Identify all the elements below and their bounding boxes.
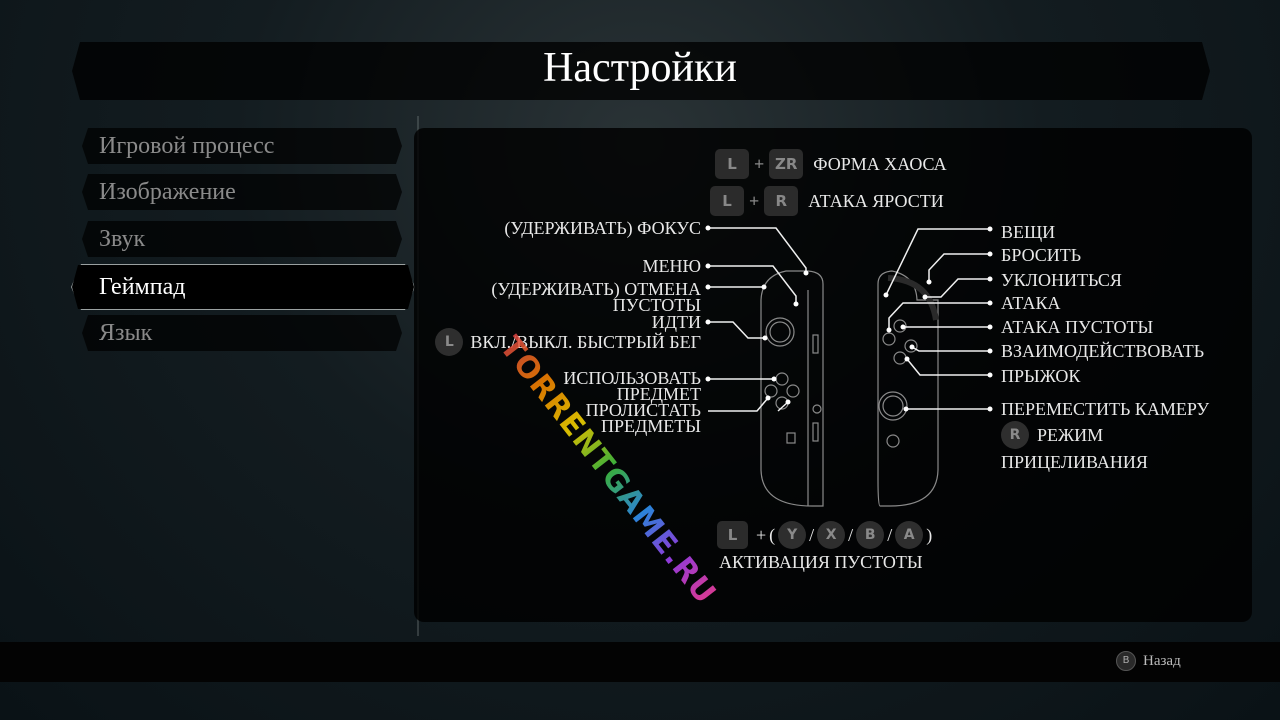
label-jump: ПРЫЖОК [1001,366,1081,386]
sidebar-item-language[interactable]: Язык [82,315,402,351]
label-aim-mode: R РЕЖИМ [1001,421,1103,449]
left-stick [765,317,795,347]
label-sprint: L ВКЛ./ВЫКЛ. БЫСТРЫЙ БЕГ [435,328,701,356]
label-throw: БРОСИТЬ [1001,245,1082,265]
combo-rage-attack: L + R АТАКА ЯРОСТИ [710,186,944,216]
sprint-text: ВКЛ./ВЫКЛ. БЫСТРЫЙ БЕГ [470,332,701,352]
separator: / [887,525,893,545]
sidebar-item-gamepad[interactable]: Геймпад [72,265,414,309]
sidebar-item-display[interactable]: Изображение [82,174,402,210]
label-void-activation: АКТИВАЦИЯ ПУСТОТЫ [719,552,923,572]
paren-open: ( [769,525,776,545]
y-button-icon: Y [778,521,807,549]
left-joycon [760,270,824,507]
label-aim-mode-2: ПРИЦЕЛИВАНИЯ [1001,452,1148,472]
paren-close: ) [926,525,933,545]
chaos-form-label: ФОРМА ХАОСА [813,154,947,174]
sidebar-item-gameplay[interactable]: Игровой процесс [82,128,402,164]
plus-text: + [756,525,767,545]
rage-attack-label: АТАКА ЯРОСТИ [808,191,944,211]
label-void-attack: АТАКА ПУСТОТЫ [1001,317,1154,337]
label-camera: ПЕРЕМЕСТИТЬ КАМЕРУ [1001,399,1210,419]
label-menu: МЕНЮ [642,256,702,276]
combo-chaos-form: L + ZR ФОРМА ХАОСА [715,149,947,179]
title-bar [72,42,1210,100]
b-button-icon: B [1116,651,1136,671]
label-walk: ИДТИ [651,312,701,332]
separator: / [848,525,854,545]
label-scroll-items-2: ПРЕДМЕТЫ [601,416,701,436]
label-interact: ВЗАИМОДЕЙСТВОВАТЬ [1001,341,1205,361]
label-focus: (УДЕРЖИВАТЬ) ФОКУС [504,218,701,238]
l-key-icon: L [710,186,744,216]
aim-text-1: РЕЖИМ [1037,425,1104,445]
zr-key-icon: ZR [769,149,804,179]
l-key-icon: L [717,521,748,549]
combo-void-activation: L + ( Y / X / B / A ) [717,521,932,549]
r-key-icon: R [764,186,799,216]
footer-bar [0,642,1280,682]
l-stick-icon: L [435,328,464,356]
label-scroll-items-1: ПРОЛИСТАТЬ [585,400,701,420]
separator: / [809,525,815,545]
label-dodge: УКЛОНИТЬСЯ [1001,270,1122,290]
label-attack: АТАКА [1001,293,1061,313]
plus-icon: + [749,191,760,211]
right-joycon [877,270,939,507]
label-cancel-void-1: (УДЕРЖИВАТЬ) ОТМЕНА [491,279,701,299]
label-cancel-void-2: ПУСТОТЫ [612,295,701,315]
label-use-item-1: ИСПОЛЬЗОВАТЬ [563,368,701,388]
label-items: ВЕЩИ [1001,222,1056,242]
sidebar-item-sound[interactable]: Звук [82,221,402,257]
back-button[interactable]: B Назад [1116,651,1181,671]
b-button-icon: B [856,521,885,549]
plus-icon: + [754,154,765,174]
page-title: Настройки [543,45,737,91]
back-label: Назад [1143,652,1181,669]
a-button-icon: A [895,521,924,549]
right-stick [878,391,908,421]
x-button-icon: X [817,521,846,549]
r-stick-icon: R [1001,421,1029,449]
leader-lines [708,227,990,412]
l-key-icon: L [715,149,749,179]
label-use-item-2: ПРЕДМЕТ [616,384,701,404]
